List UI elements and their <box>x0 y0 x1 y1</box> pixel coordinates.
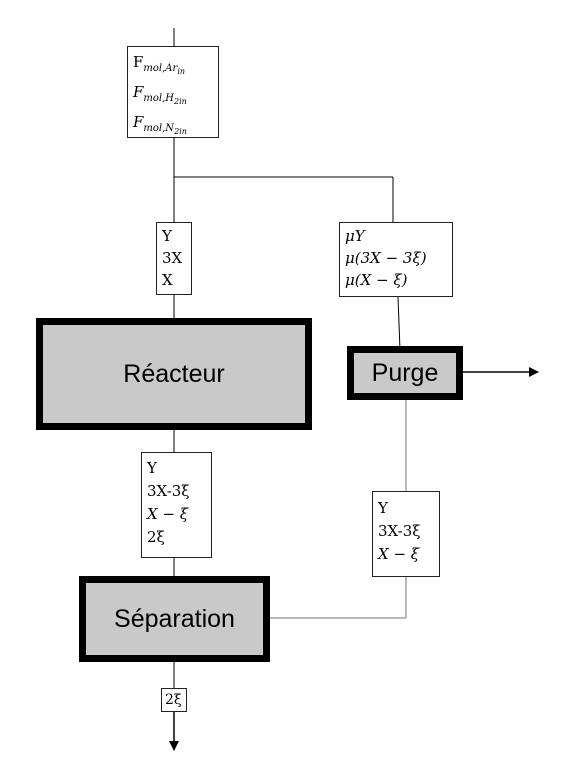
reactor-in-3x: 3X <box>162 249 183 267</box>
reactor-out-3x: 3X-3ξ <box>147 482 190 500</box>
recycle-muy: μY <box>345 227 365 245</box>
product-label: 2ξ <box>161 688 187 712</box>
sep-recycle-3x: 3X-3ξ <box>378 522 421 540</box>
reactor-inlet-label: Y 3X X <box>156 222 192 295</box>
inlet-ar: Fmol,Arin <box>133 53 186 76</box>
separation-block: Séparation <box>79 576 270 662</box>
reactor-out-x: X − ξ <box>147 505 189 523</box>
reactor-out-2xi: 2ξ <box>147 528 165 546</box>
separation-recycle-label: Y 3X-3ξ X − ξ <box>372 491 440 577</box>
separation-label: Séparation <box>114 604 235 633</box>
sep-recycle-x: X − ξ <box>378 545 420 563</box>
purge-block: Purge <box>347 346 463 400</box>
recycle-to-purge <box>397 296 401 351</box>
product-2xi: 2ξ <box>165 692 182 708</box>
reactor-in-x: X <box>162 271 173 289</box>
inlet-n2: Fmol,N2in <box>133 113 187 136</box>
purge-label: Purge <box>371 358 439 387</box>
recycle-mu-x: μ(X − ξ) <box>345 271 408 289</box>
reactor-in-y: Y <box>162 227 172 245</box>
sep-recycle-y: Y <box>378 499 388 517</box>
inlet-h2: Fmol,H2in <box>133 83 187 106</box>
reactor-outlet-label: Y 3X-3ξ X − ξ 2ξ <box>141 452 212 558</box>
recycle-stream-label: μY μ(3X − 3ξ) μ(X − ξ) <box>339 222 453 297</box>
recycle-mu-3x: μ(3X − 3ξ) <box>345 249 427 267</box>
reactor-label: Réacteur <box>123 359 225 388</box>
reactor-out-y: Y <box>147 459 157 477</box>
reactor-block: Réacteur <box>36 318 312 430</box>
inlet-stream-label: Fmol,Arin Fmol,H2in Fmol,N2in <box>127 46 219 138</box>
